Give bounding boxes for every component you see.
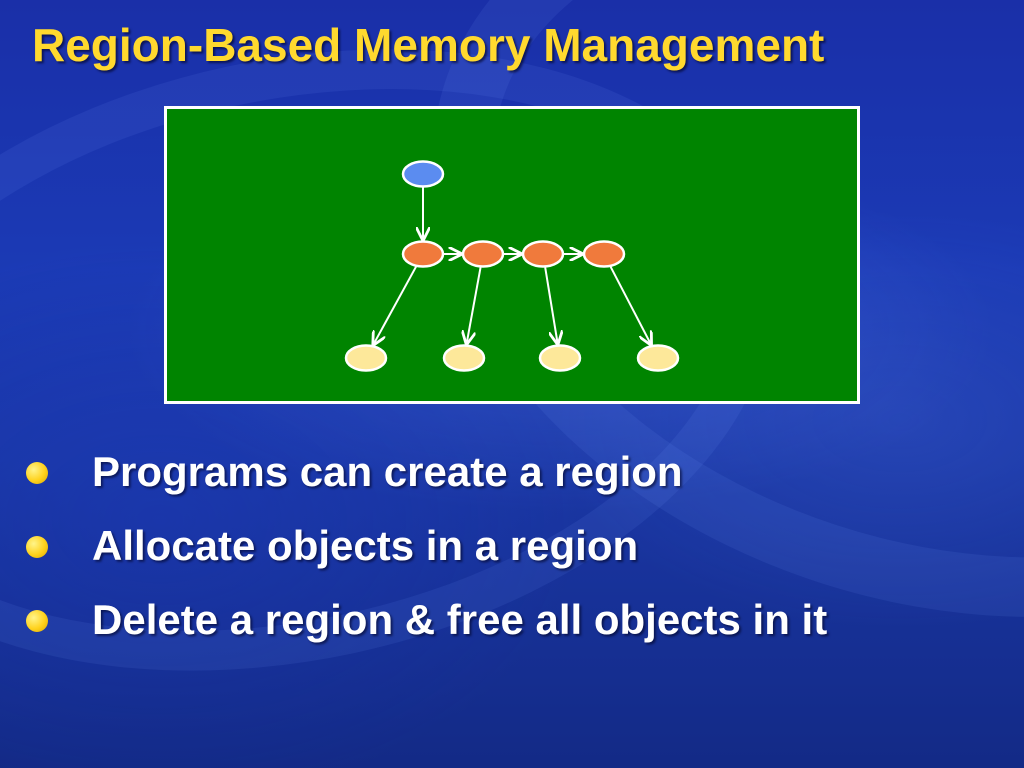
bullet-text: Allocate objects in a region [92,522,639,569]
bullet-dot-icon [26,462,48,484]
object-node-o2 [442,344,486,372]
bullet-text: Programs can create a region [92,448,683,495]
slide-title: Region-Based Memory Management [32,19,825,71]
region-node-r4 [582,240,626,268]
region-node-r3 [521,240,565,268]
object-node-o3 [538,344,582,372]
root-node-root [401,160,445,188]
object-node-o1 [344,344,388,372]
edge-arrow-r1-o1 [373,266,417,345]
bullet-dot-icon [26,610,48,632]
object-node-o4 [636,344,680,372]
bullet-dot-icon [26,536,48,558]
region-graph [344,160,680,372]
bullet-text: Delete a region & free all objects in it [92,596,828,643]
region-node-r1 [401,240,445,268]
edge-arrow-r2-o2 [467,267,482,343]
edge-arrow-r4-o4 [609,266,651,345]
region-diagram [164,106,860,404]
edge-arrow-r3-o3 [544,267,557,343]
region-node-r2 [461,240,505,268]
